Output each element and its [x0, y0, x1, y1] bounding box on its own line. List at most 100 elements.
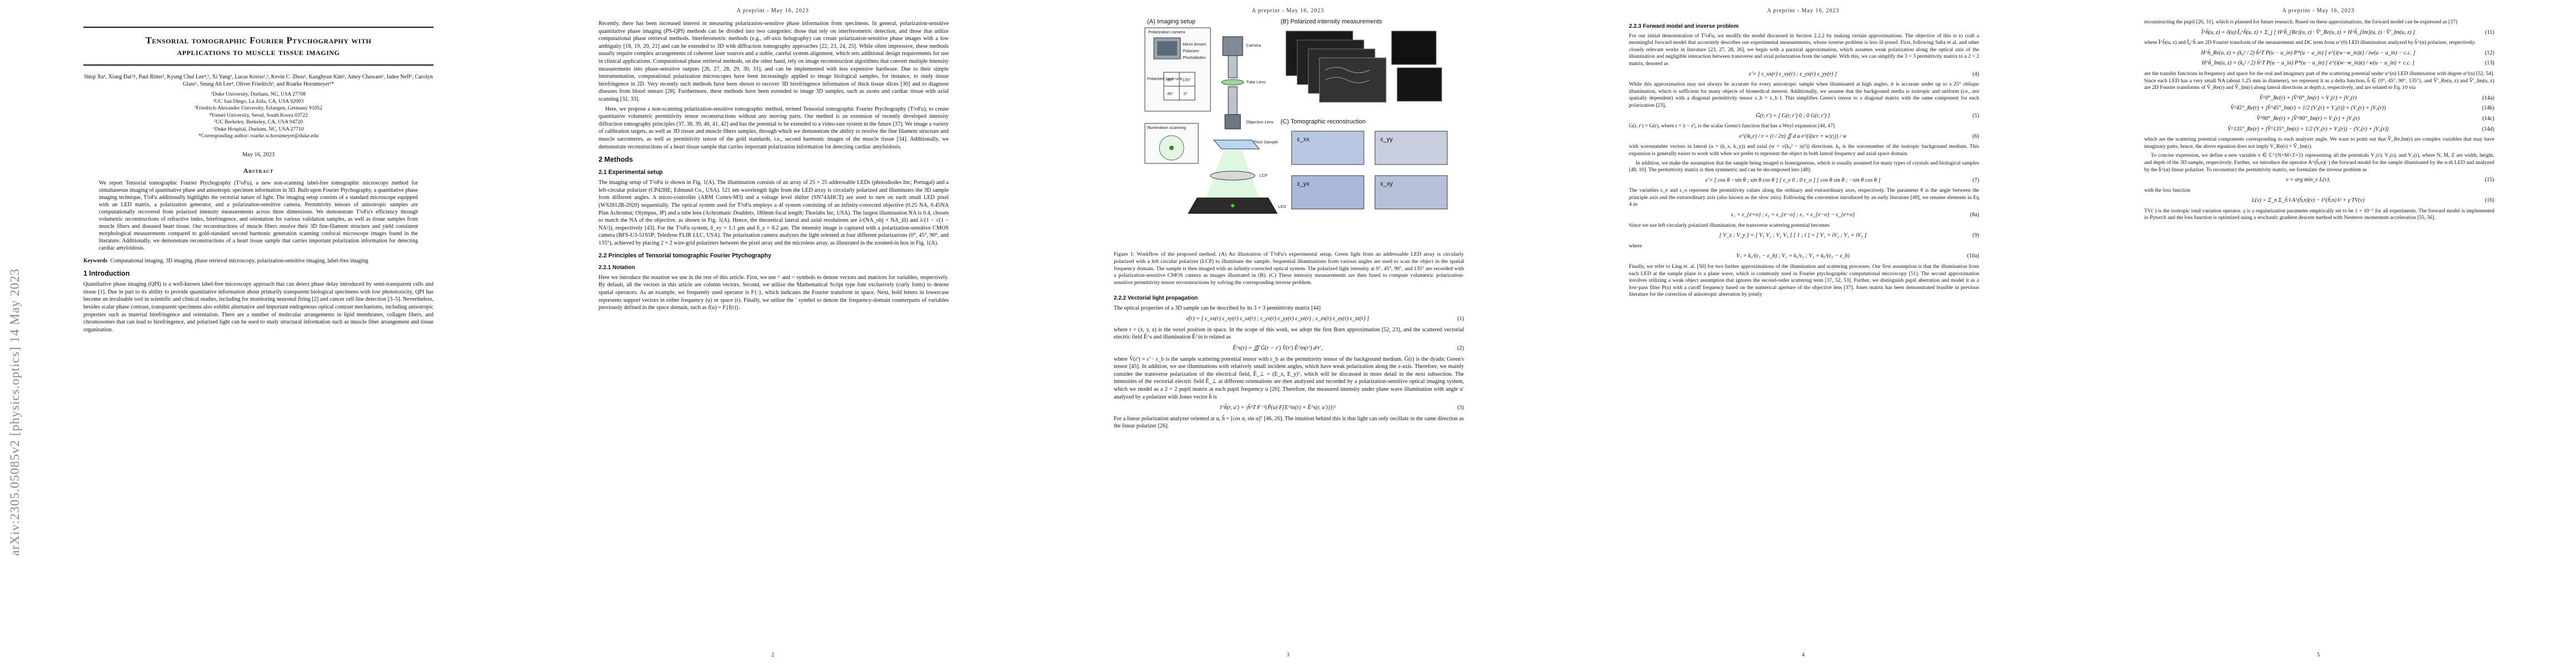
- equation-body: ε̃(r) = [ ε_xx(r) ε_xy(r) ε_xz(r) ; ε_yx…: [1186, 316, 1369, 322]
- equation-number: (14a): [2482, 94, 2495, 101]
- abstract-text: We report Tensorial tomographic Fourier …: [99, 180, 418, 251]
- equation: v = arg min_v L(v), (15): [2144, 177, 2494, 184]
- tensor-reconstruction: ε_xx ε_yy ε_yx ε_xy: [1291, 131, 1448, 210]
- paragraph: Here, we propose a non-scanning polariza…: [599, 106, 949, 150]
- paragraph: where: [1629, 242, 1642, 249]
- equation: V̂^90°_Re(r) + jV̂^90°_Im(r) = V₂(r) + j…: [2144, 116, 2494, 123]
- affiliation: ⁵UC Berkeley, Berkeley, CA, USA 94720: [214, 119, 303, 125]
- equation-number: (4): [1972, 71, 1979, 77]
- equation-number: (5): [1972, 112, 1979, 119]
- page-3: A preprint - May 16, 2023 (A) Imaging se…: [1030, 0, 1546, 667]
- page1-body: Tensorial tomographic Fourier Ptychograp…: [83, 27, 434, 336]
- equation: V̂^45°_Re(r) + jV̂^45°_Im(r) = 1/2 (V₁(r…: [2144, 105, 2494, 112]
- equation-number: (14c): [2482, 115, 2495, 122]
- page-number: 5: [2317, 652, 2320, 658]
- illumination-scanning-inset: Illumination scanning: [1144, 123, 1199, 164]
- paragraph: G(r, r′) = G(r), where r = |r − r′|, is …: [1629, 123, 1835, 130]
- equation: Ê^s(r) = ∭ G̃(r − r′) V̂(r′) Ê^in(r′) d³…: [1114, 345, 1464, 352]
- equation-number: (6): [1972, 133, 1979, 140]
- title-line-1: Tensorial tomographic Fourier Ptychograp…: [145, 35, 372, 46]
- equation-body: ε̃ = [ cos θ −sin θ ; sin θ cos θ ] [ ε_…: [1705, 177, 1881, 183]
- page4-body: 2.2.3 Forward model and inverse problem …: [1629, 19, 1979, 301]
- setup-label: Camera: [1246, 43, 1262, 48]
- paragraph: where V̂(r′) = ε̃ − ε_b is the sample sc…: [1114, 356, 1464, 400]
- equation-body: Ê^s(r) = ∭ G̃(r − r′) V̂(r′) Ê^in(r′) d³…: [1233, 345, 1323, 351]
- equation-number: (13): [2485, 60, 2494, 67]
- affiliations: ¹Duke University, Durham, NC, USA 27708 …: [83, 91, 434, 140]
- equation-number: (12): [2485, 49, 2494, 56]
- paragraph: with wavenumber vectors in lateral (u = …: [1629, 143, 1979, 157]
- subsubsection-heading: 2.2.3 Forward model and inverse problem: [1629, 23, 1739, 29]
- panel-label-c: (C) Tomographic reconstruction: [1280, 118, 1366, 125]
- equation: ε₁ = ε_{e+o} ; ε₂ = ε_{e−o} ; ε₃ = ε_{e−…: [1629, 212, 1979, 219]
- page-5: A preprint - May 16, 2023 reconstructing…: [2061, 0, 2576, 667]
- equation-body: I^ĥ(r, u′) = |ĥ^T F⁻¹{P̃(u) F{E^in(r) + …: [1219, 405, 1336, 411]
- arxiv-stamp-text: arXiv:2305.05085v2 [physics.optics] 14 M…: [8, 268, 22, 556]
- section-heading: 1 Introduction: [83, 269, 130, 277]
- affiliation: ⁶Duke Hospital, Durham, NC, USA 27710: [213, 126, 304, 132]
- equation-body: e^{ik₀r} / r = (i / 2π) ∬ d u e^{i(u·r +…: [1739, 133, 1847, 140]
- paragraph: Recently, there has been increased inter…: [599, 21, 949, 102]
- equation-number: (14b): [2482, 105, 2494, 112]
- equation-body: V̂^45°_Re(r) + jV̂^45°_Im(r) = 1/2 (V₁(r…: [2230, 105, 2386, 112]
- inset-label: Polarized pixel unit: [1147, 76, 1183, 81]
- setup-label: LED: [1278, 204, 1287, 209]
- equation: ε̃ = [ cos θ −sin θ ; sin θ cos θ ] [ ε_…: [1629, 177, 1979, 185]
- corresponding-author: *Corresponding author: roarke.w.horstmey…: [198, 133, 319, 139]
- page-number: 3: [1287, 652, 1289, 658]
- equation: V₁ = k₀²(ε₁ − ε_b) ; V₂ = k₀²ε₂ ; V₃ = k…: [1629, 253, 1979, 260]
- tensor-label: ε_yx: [1297, 181, 1310, 187]
- running-header: A preprint - May 16, 2023: [1252, 8, 1324, 14]
- paper-date: May 16, 2023: [242, 151, 275, 158]
- page2-body: Recently, there has been increased inter…: [599, 20, 949, 314]
- title-rule-top: [83, 27, 434, 28]
- equation-body: Î^ĥ(u, z) = δ(u)·Ĩ₀^ĥ(u, z) + Σ_j [ H^ĥ_…: [2201, 29, 2415, 36]
- equation-number: (9): [1972, 232, 1979, 239]
- page-2: A preprint - May 16, 2023 Recently, ther…: [515, 0, 1030, 667]
- page-number: 4: [1802, 652, 1805, 658]
- equation: V̂^0°_Re(r) + jV̂^0°_Im(r) = V₁(r) + jV₂…: [2144, 95, 2494, 102]
- paragraph: which are the scattering potential compo…: [2144, 136, 2494, 150]
- inset-label: Polarization camera: [1148, 29, 1185, 34]
- pol-angle-label: 90°: [1167, 77, 1173, 82]
- tensor-label: ε_xx: [1297, 136, 1310, 143]
- affiliation: ³Friedrich-Alexander University, Erlange…: [195, 105, 322, 111]
- keywords: Keywords Computational imaging, 3D imagi…: [83, 257, 434, 265]
- running-header: A preprint - May 16, 2023: [1767, 8, 1840, 14]
- paragraph: The imaging setup of T²oFu is shown in F…: [599, 180, 949, 247]
- section-heading: 2 Methods: [599, 156, 633, 164]
- affiliation: ²UC San Diego, La Jolla, CA, USA 92093: [213, 98, 304, 104]
- equation-body: ε₁ = ε_{e+o} ; ε₂ = ε_{e−o} ; ε₃ = ε_{e−…: [1731, 212, 1855, 218]
- page-number: 2: [771, 652, 774, 658]
- title-line-2: applications to muscle tissue imaging: [177, 47, 340, 57]
- pol-angle-label: 135°: [1182, 77, 1191, 82]
- panel-label-b: (B) Polarized intensity measurements: [1280, 18, 1382, 25]
- subsubsection-heading: 2.2.1 Notation: [599, 265, 635, 271]
- paper-title: Tensorial tomographic Fourier Ptychograp…: [83, 34, 434, 58]
- paragraph: For our initial demonstration of T²oFu, …: [1629, 32, 1979, 67]
- abstract-heading: Abstract: [243, 167, 274, 175]
- equation: L(v) = Σ_n Σ_ĥ ‖ A^(ĥ,n)(v) − I^(ĥ,n) ‖²…: [2144, 197, 2494, 205]
- setup-label: LCP: [1259, 173, 1268, 178]
- paragraph: Since we use left circularly polarized i…: [1629, 222, 1830, 228]
- equation-number: (16): [2485, 197, 2494, 204]
- affiliation: ⁴Yonsei University, Seoul, South Korea 0…: [209, 112, 308, 118]
- keywords-label: Keywords: [83, 257, 108, 264]
- equation: I^ĥ(r, u′) = |ĥ^T F⁻¹{P̃(u) F{E^in(r) + …: [1114, 404, 1464, 412]
- polarization-camera-inset: Polarization camera Micro lenses Polariz…: [1144, 27, 1211, 112]
- intro-paragraph: Quantitative phase imaging (QPI) is a we…: [83, 281, 434, 333]
- equation-body: V̂^135°_Re(r) + jV̂^135°_Im(r) = 1/2 (V₁…: [2228, 126, 2389, 132]
- equation: H^ĥ_Re(u, z) = (k₀² / 2) ĥ^T P(u − u_in)…: [2144, 50, 2494, 57]
- running-header: A preprint - May 16, 2023: [2282, 8, 2355, 14]
- equation-body: v = arg min_v L(v),: [2286, 177, 2330, 183]
- setup-label: Thick Sample: [1253, 140, 1278, 145]
- equation: ε̃ = [ ε_xx(r) ε_xy(r) ; ε_yx(r) ε_yy(r)…: [1629, 71, 1979, 78]
- microscope-column: Camera Tube Lens Objective Lens Thick Sa…: [1188, 36, 1287, 214]
- subsection-heading: 2.2 Principles of Tensorial tomographic …: [599, 252, 771, 259]
- figure-caption: Figure 1: Workflow of the proposed metho…: [1114, 251, 1464, 286]
- equation-body: L(v) = Σ_n Σ_ĥ ‖ A^(ĥ,n)(v) − I^(ĥ,n) ‖²…: [2251, 197, 2365, 204]
- paragraph: In addition, we make the assumption that…: [1629, 160, 1979, 173]
- equation-number: (3): [1457, 405, 1464, 411]
- equation-number: (15): [2485, 177, 2494, 183]
- affiliation: ¹Duke University, Durham, NC, USA 27708: [211, 91, 306, 97]
